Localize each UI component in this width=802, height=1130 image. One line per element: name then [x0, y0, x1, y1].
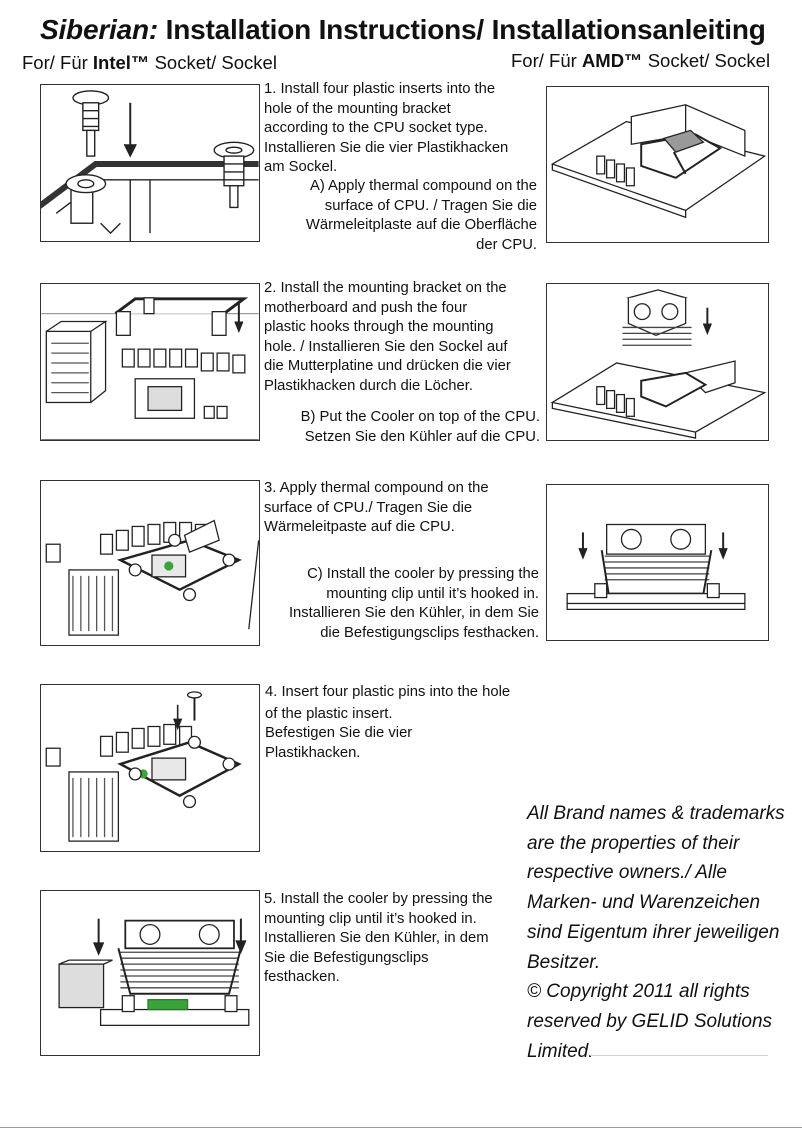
plastic-insert-icon: [41, 85, 259, 241]
amd-step-c-figure: [546, 484, 769, 641]
intel-step-2-figure: [40, 283, 260, 441]
product-name: Siberian:: [40, 14, 158, 45]
intel-step-4-figure: [40, 684, 260, 852]
amd-step-b-figure: [546, 283, 769, 441]
intel-step-3-figure: [40, 480, 260, 646]
page-title: Siberian: Installation Instructions/ Ins…: [40, 14, 766, 46]
intel-step-1-text: 1. Install four plastic inserts into the…: [264, 80, 544, 178]
amd-cooler-placement-icon: [547, 284, 768, 440]
intel-step-5-figure: [40, 890, 260, 1056]
intel-step-3-text: 3. Apply thermal compound on the surface…: [264, 479, 544, 538]
intel-step-1-figure: [40, 84, 260, 242]
amd-step-a-figure: [546, 86, 769, 243]
thermal-compound-icon: [41, 481, 259, 645]
mounting-bracket-icon: [41, 284, 259, 440]
title-text: Installation Instructions/ Installations…: [166, 14, 766, 45]
amd-step-c-text: C) Install the cooler by pressing the mo…: [262, 565, 539, 643]
cooler-clip-icon: [41, 891, 259, 1055]
amd-step-b-text: B) Put the Cooler on top of the CPU. Set…: [272, 408, 540, 447]
amd-step-a-text: A) Apply thermal compound on the surface…: [270, 177, 537, 255]
legal-notice: All Brand names & trademarks are the pro…: [527, 799, 799, 1066]
intel-subtitle: For/ Für Intel™ Socket/ Sockel: [22, 52, 277, 74]
page-bottom-divider: [0, 1127, 802, 1128]
plastic-pin-icon: [41, 685, 259, 851]
amd-clip-icon: [547, 485, 768, 640]
intel-step-5-text: 5. Install the cooler by pressing the mo…: [264, 890, 524, 988]
copyright-line: © Copyright 2011 all rights: [527, 977, 799, 1007]
intel-step-2-text: 2. Install the mounting bracket on the m…: [264, 279, 544, 397]
amd-subtitle: For/ Für AMD™ Socket/ Sockel: [511, 50, 770, 72]
intel-brand: Intel™: [93, 52, 150, 73]
amd-socket-icon: [547, 87, 768, 242]
legal-divider: [590, 1055, 768, 1056]
amd-brand: AMD™: [582, 50, 643, 71]
intel-step-4-text: 4. Insert four plastic pins into the hol…: [265, 683, 545, 763]
